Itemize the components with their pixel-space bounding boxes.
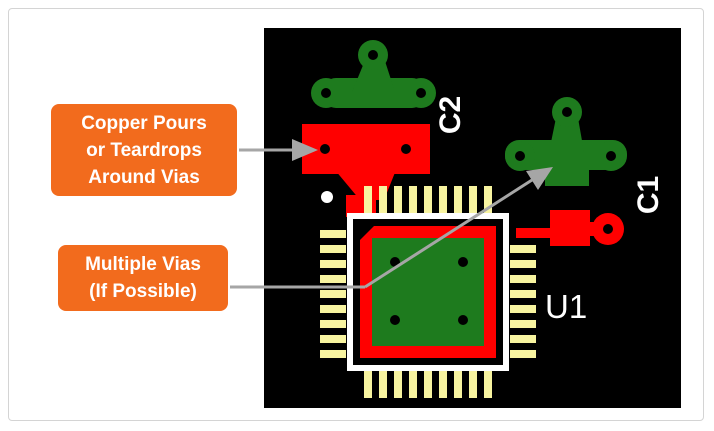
c2-bottom-vias bbox=[321, 50, 426, 98]
c1-top-copper bbox=[516, 210, 624, 246]
u1-pads-left bbox=[320, 230, 346, 358]
u1-bottom-thermal-pad bbox=[372, 238, 484, 346]
pin1-marker bbox=[321, 191, 333, 203]
u1-pads-right bbox=[510, 245, 536, 358]
silkscreen-label-c2: C2 bbox=[434, 95, 468, 135]
callout-pours-line-2: or Teardrops bbox=[86, 139, 202, 161]
callout-vias-line-1: Multiple Vias bbox=[85, 254, 201, 275]
c1-bottom-vias bbox=[515, 107, 616, 161]
callout-copper-pours: Copper Pours or Teardrops Around Vias bbox=[51, 104, 237, 196]
callout-pours-line-1: Copper Pours bbox=[81, 112, 207, 134]
callout-vias-line-2: (If Possible) bbox=[89, 281, 197, 302]
u1-silkscreen-outline bbox=[347, 213, 509, 371]
u1-pads-bottom bbox=[364, 370, 492, 398]
callout-multiple-vias: Multiple Vias (If Possible) bbox=[58, 245, 228, 311]
c2-pour-vias bbox=[320, 144, 411, 154]
u1-pads-top bbox=[364, 186, 492, 214]
callout-pours-line-3: Around Vias bbox=[88, 166, 200, 188]
silkscreen-label-c1: C1 bbox=[632, 175, 666, 215]
arrow-vias bbox=[230, 167, 553, 289]
arrow-pours bbox=[239, 139, 318, 161]
c1-top-via bbox=[603, 224, 613, 234]
silkscreen-label-u1: U1 bbox=[545, 288, 588, 325]
